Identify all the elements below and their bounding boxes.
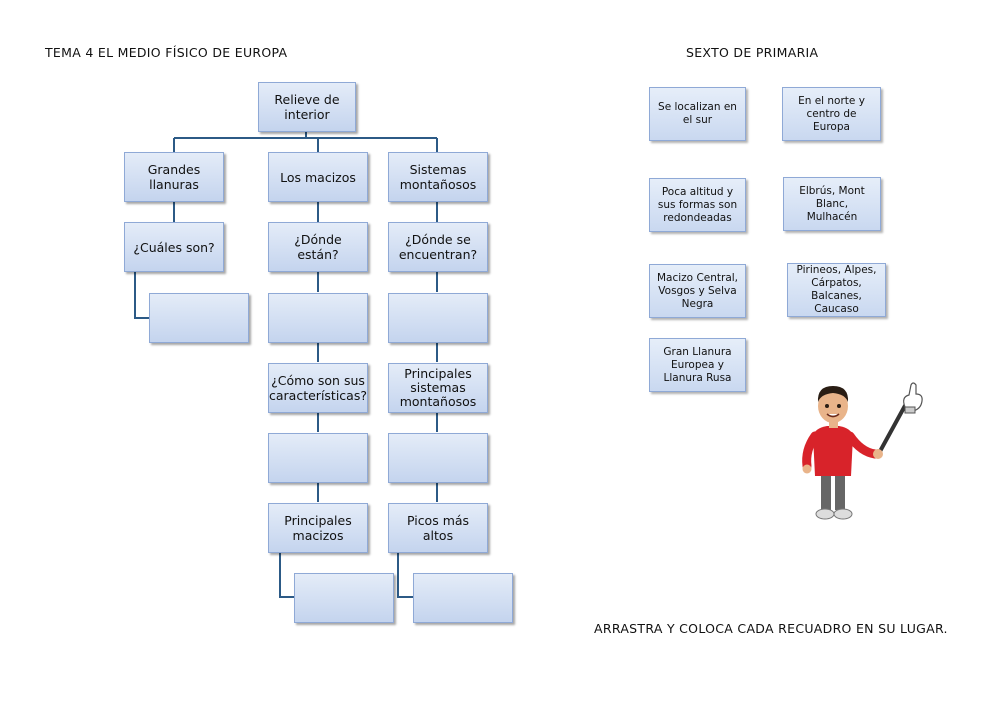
sistemas-peaks-drop-slot[interactable] bbox=[413, 573, 513, 623]
macizos-question-main: Principales macizos bbox=[268, 503, 368, 553]
connector-sistemas-drop3 bbox=[397, 553, 414, 598]
answer-card-norte-centro[interactable]: En el norte y centro de Europa bbox=[782, 87, 881, 141]
answer-card-sistemas[interactable]: Pirineos, Alpes, Cárpatos, Balcanes, Cau… bbox=[787, 263, 886, 317]
answer-card-sur[interactable]: Se localizan en el sur bbox=[649, 87, 746, 141]
answer-card-poca-altitud[interactable]: Poca altitud y sus formas son redondeada… bbox=[649, 178, 746, 232]
connector-llanuras-drop bbox=[134, 272, 149, 319]
macizos-main-drop-slot[interactable] bbox=[294, 573, 394, 623]
sistemas-main-drop-slot[interactable] bbox=[388, 433, 488, 483]
llanuras-drop-slot[interactable] bbox=[149, 293, 249, 343]
teacher-avatar-illustration bbox=[802, 382, 923, 520]
sistemas-question-peaks: Picos más altos bbox=[388, 503, 488, 553]
sistemas-location-drop-slot[interactable] bbox=[388, 293, 488, 343]
macizos-question-location: ¿Dónde están? bbox=[268, 222, 368, 272]
answer-card-macizos[interactable]: Macizo Central, Vosgos y Selva Negra bbox=[649, 264, 746, 318]
macizos-location-drop-slot[interactable] bbox=[268, 293, 368, 343]
sistemas-node: Sistemas montañosos bbox=[388, 152, 488, 202]
llanuras-node: Grandes llanuras bbox=[124, 152, 224, 202]
macizos-question-characteristics: ¿Cómo son sus características? bbox=[268, 363, 368, 413]
grade-label: SEXTO DE PRIMARIA bbox=[686, 45, 819, 60]
macizos-characteristics-drop-slot[interactable] bbox=[268, 433, 368, 483]
answer-card-picos[interactable]: Elbrús, Mont Blanc, Mulhacén bbox=[783, 177, 881, 231]
answer-card-llanuras[interactable]: Gran Llanura Europea y Llanura Rusa bbox=[649, 338, 746, 392]
macizos-node: Los macizos bbox=[268, 152, 368, 202]
worksheet-title: TEMA 4 EL MEDIO FÍSICO DE EUROPA bbox=[45, 45, 288, 60]
root-node: Relieve de interior bbox=[258, 82, 356, 132]
sistemas-question-location: ¿Dónde se encuentran? bbox=[388, 222, 488, 272]
instruction-text: ARRASTRA Y COLOCA CADA RECUADRO EN SU LU… bbox=[594, 621, 948, 636]
connector-macizos-drop3 bbox=[279, 553, 295, 598]
sistemas-question-main: Principales sistemas montañosos bbox=[388, 363, 488, 413]
llanuras-question: ¿Cuáles son? bbox=[124, 222, 224, 272]
